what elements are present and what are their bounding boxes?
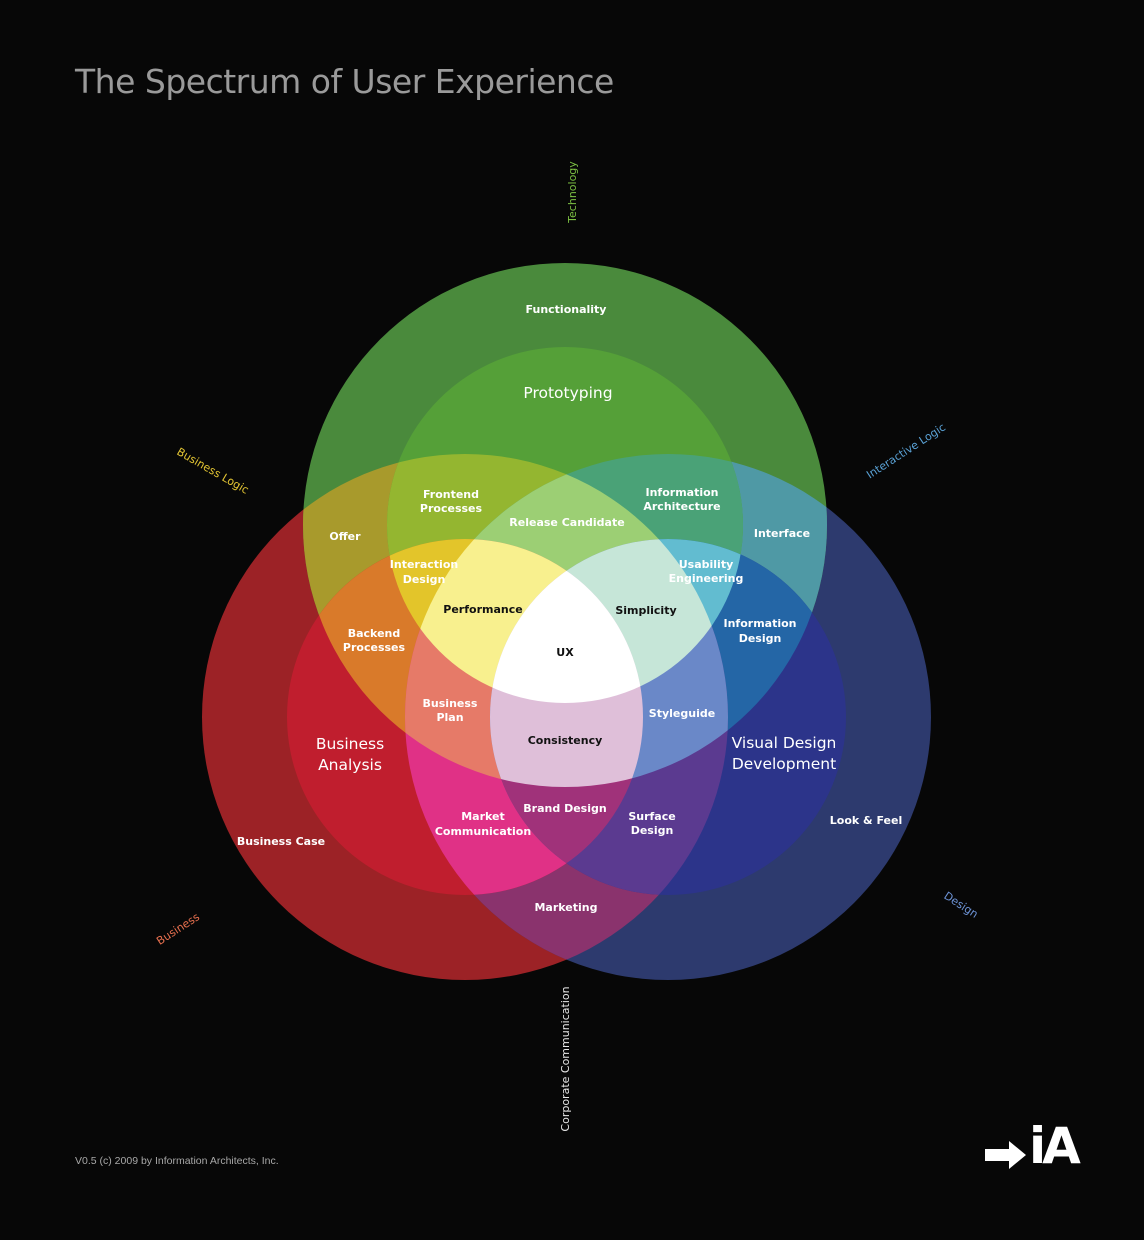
axis-corporate-communication: Corporate Communication	[559, 986, 572, 1131]
axis-design: Design	[941, 889, 980, 921]
label-functionality: Functionality	[526, 303, 607, 316]
label-marketing: Marketing	[534, 901, 597, 914]
axis-business: Business	[154, 910, 202, 947]
ia-logo: iA	[985, 1121, 1085, 1175]
page-title: The Spectrum of User Experience	[75, 62, 614, 101]
label-prototyping: Prototyping	[523, 384, 612, 402]
axis-business-logic: Business Logic	[175, 445, 251, 497]
label-styleguide: Styleguide	[649, 707, 715, 720]
label-interface: Interface	[754, 527, 810, 540]
arrow-right-icon	[985, 1141, 1026, 1169]
label-release-candidate: Release Candidate	[509, 516, 624, 529]
copyright-footer: V0.5 (c) 2009 by Information Architects,…	[75, 1155, 279, 1167]
label-business-case: Business Case	[237, 835, 325, 848]
label-brand-design: Brand Design	[523, 802, 606, 815]
label-performance: Performance	[443, 603, 522, 616]
logo-text: iA	[1029, 1117, 1081, 1175]
label-consistency: Consistency	[528, 734, 603, 747]
axis-interactive-logic: Interactive Logic	[864, 421, 948, 482]
label-simplicity: Simplicity	[615, 604, 676, 617]
label-look-and-feel: Look & Feel	[830, 814, 902, 827]
label-ux: UX	[556, 646, 574, 659]
axis-technology: Technology	[566, 161, 579, 224]
label-offer: Offer	[329, 530, 361, 543]
